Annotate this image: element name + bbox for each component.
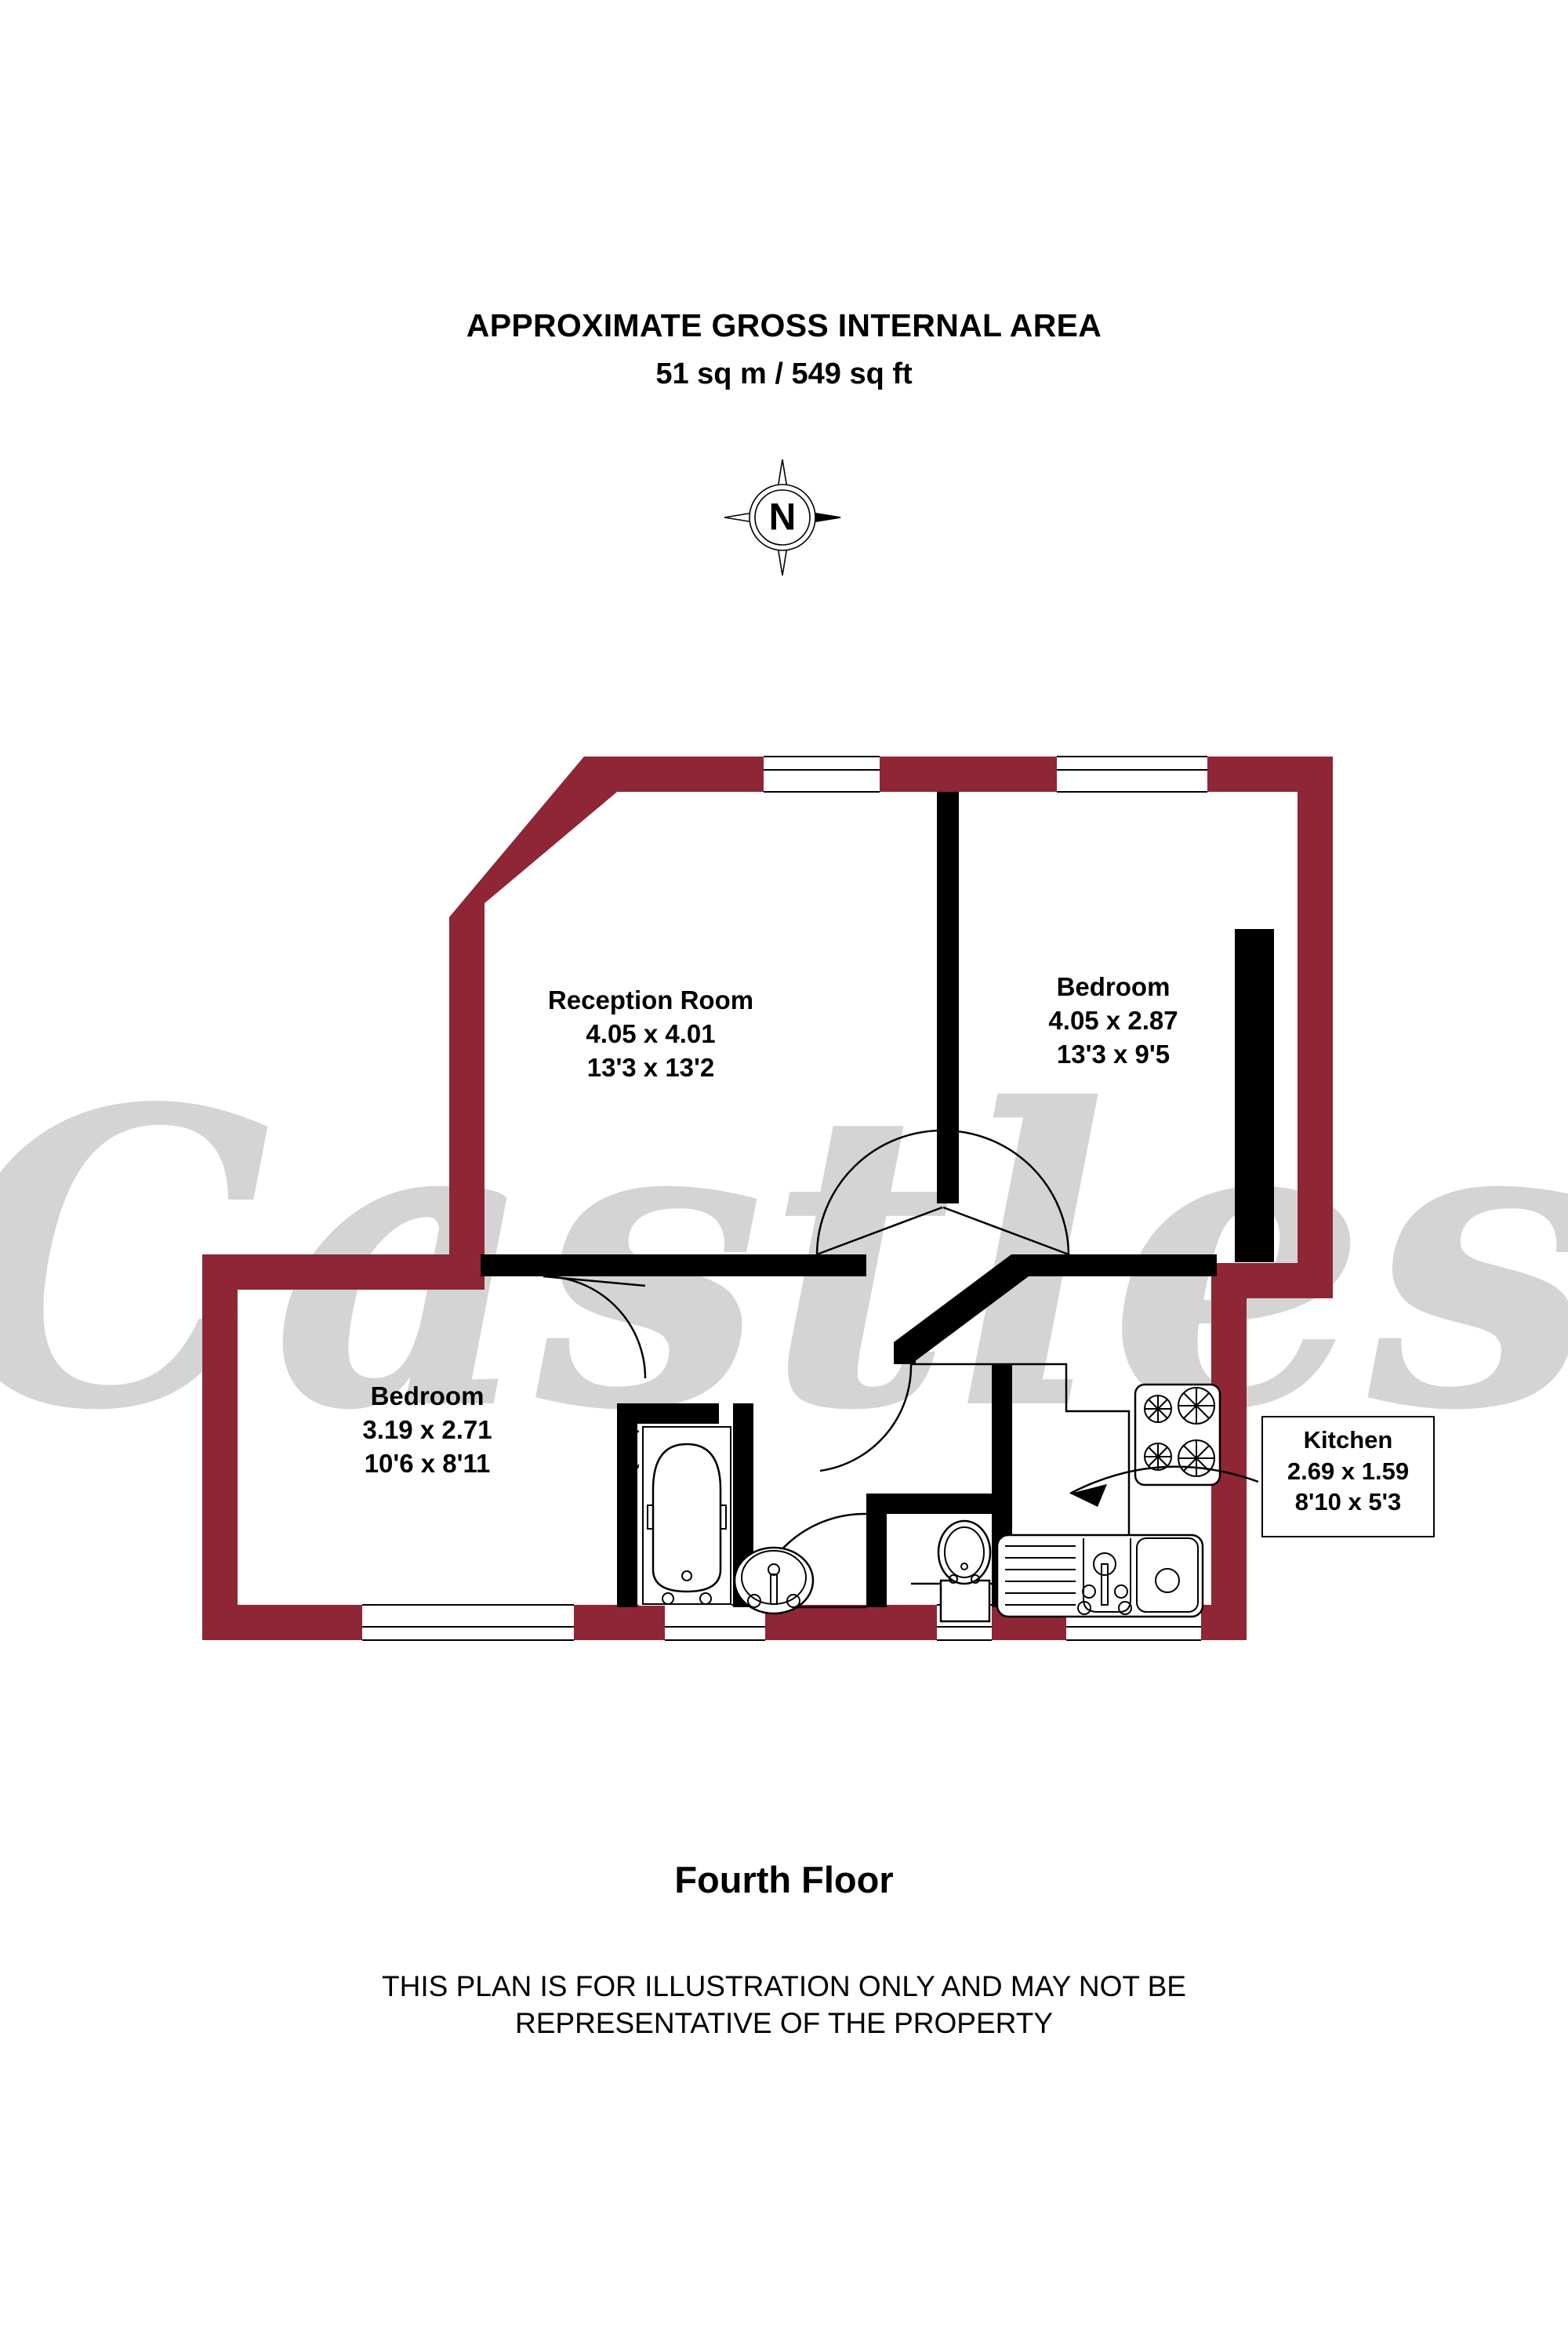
disclaimer-line-2: REPRESENTATIVE OF THE PROPERTY bbox=[515, 2007, 1053, 2040]
kitchen-imperial: 8'10 x 5'3 bbox=[1294, 1488, 1402, 1516]
wc-toilet bbox=[937, 1519, 992, 1623]
windows bbox=[362, 756, 1207, 1641]
wash-basin bbox=[733, 1546, 815, 1615]
bathtub bbox=[639, 1424, 731, 1606]
north-compass-rose: N bbox=[720, 455, 845, 580]
room-label-kitchen: Kitchen 2.69 x 1.59 8'10 x 5'3 bbox=[1261, 1416, 1435, 1537]
interior-walls bbox=[481, 792, 1274, 1607]
door-arc-bedroom1 bbox=[942, 1129, 1070, 1255]
kitchen-hob bbox=[1134, 1383, 1221, 1486]
compass-north-letter: N bbox=[769, 497, 797, 539]
disclaimer-line-1: THIS PLAN IS FOR ILLUSTRATION ONLY AND M… bbox=[382, 1970, 1186, 2002]
kitchen-name: Kitchen bbox=[1303, 1426, 1393, 1454]
bedroom-1-metric: 4.05 x 2.87 bbox=[1048, 1005, 1178, 1035]
door-arc-kitchen bbox=[819, 1363, 913, 1472]
gross-internal-area-title: APPROXIMATE GROSS INTERNAL AREA bbox=[466, 307, 1102, 343]
door-arc-wc bbox=[751, 1512, 867, 1608]
bedroom-2-name: Bedroom bbox=[370, 1381, 485, 1410]
door-swings bbox=[543, 1129, 1070, 1609]
reception-room-name: Reception Room bbox=[547, 985, 754, 1014]
gross-internal-area-value: 51 sq m / 549 sq ft bbox=[655, 358, 913, 390]
door-arc-bathroom bbox=[619, 1422, 720, 1523]
floor-title: Fourth Floor bbox=[674, 1859, 894, 1900]
kitchen-leader-arrow bbox=[1069, 1465, 1259, 1507]
bedroom-1-name: Bedroom bbox=[1056, 972, 1171, 1001]
door-arc-bedroom2 bbox=[543, 1275, 647, 1379]
disclaimer: THIS PLAN IS FOR ILLUSTRATION ONLY AND M… bbox=[0, 1968, 1568, 2042]
kitchen-counter bbox=[911, 1363, 1131, 1585]
door-arc-reception bbox=[815, 1129, 943, 1255]
bedroom-2-imperial: 10'6 x 8'11 bbox=[364, 1448, 491, 1478]
bedroom-2-metric: 3.19 x 2.71 bbox=[362, 1414, 492, 1444]
reception-room-imperial: 13'3 x 13'2 bbox=[586, 1052, 715, 1082]
exterior-walls bbox=[202, 757, 1333, 1640]
room-label-reception: Reception Room 4.05 x 4.01 13'3 x 13'2 bbox=[502, 984, 800, 1085]
kitchen-sink bbox=[996, 1534, 1204, 1618]
room-label-bedroom-2: Bedroom 3.19 x 2.71 10'6 x 8'11 bbox=[298, 1380, 557, 1481]
plan-header: APPROXIMATE GROSS INTERNAL AREA 51 sq m … bbox=[0, 307, 1568, 390]
kitchen-metric: 2.69 x 1.59 bbox=[1287, 1457, 1410, 1485]
room-label-bedroom-1: Bedroom 4.05 x 2.87 13'3 x 9'5 bbox=[980, 971, 1247, 1072]
reception-room-metric: 4.05 x 4.01 bbox=[586, 1018, 716, 1048]
compass-icon: N bbox=[724, 459, 841, 576]
bedroom-1-imperial: 13'3 x 9'5 bbox=[1056, 1039, 1171, 1069]
